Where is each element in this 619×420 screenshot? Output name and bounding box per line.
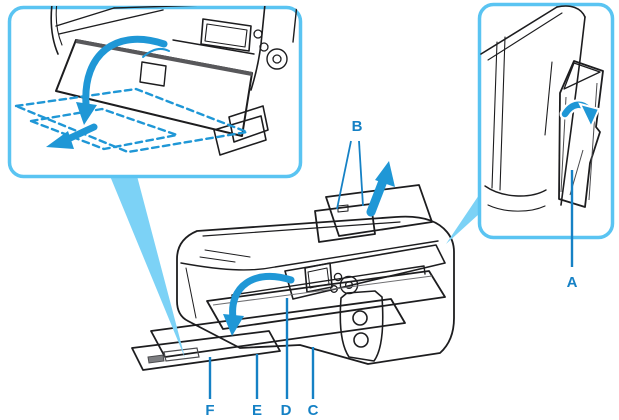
extended-tray-dashed-outline — [14, 87, 249, 154]
arrowhead-icon — [223, 314, 244, 336]
leader-line-b1 — [336, 140, 352, 210]
printer-rear-line-art — [480, 5, 586, 212]
callout-box-left — [7, 5, 303, 179]
open-tray-arrow — [223, 272, 295, 336]
arrowhead-icon — [375, 161, 395, 187]
front-button-icon — [353, 332, 369, 348]
paper-support — [558, 60, 604, 208]
arrow-up-icon — [366, 176, 388, 217]
open-cover-arrow — [76, 35, 170, 125]
pull-out-arrow — [46, 123, 98, 149]
callout-paper-support — [477, 2, 615, 240]
label-a: A — [567, 274, 578, 291]
label-c: C — [308, 402, 319, 419]
label-e: E — [252, 402, 262, 419]
arrow-southwest-icon — [62, 123, 98, 144]
paper-support-fold — [563, 62, 601, 90]
printer-front-line-art — [50, 6, 301, 91]
extend-support-arrow — [366, 161, 395, 217]
tilt-back-arrow — [559, 99, 601, 130]
panel-button-icon — [259, 42, 269, 52]
leader-lines — [208, 140, 574, 399]
arc-detail-line — [142, 48, 170, 58]
label-b: B — [352, 118, 363, 135]
paper-output-support — [131, 330, 281, 371]
rear-tray-notch — [337, 204, 349, 213]
front-cover-handle — [139, 61, 167, 87]
panel-button-icon — [333, 272, 343, 282]
rear-tray-front-panel — [314, 203, 376, 243]
output-tray-assembly — [131, 270, 446, 371]
paper-output-support-tab — [163, 347, 200, 362]
callout-pointer-left — [110, 176, 185, 358]
curved-arrow-down-icon — [82, 35, 168, 108]
leader-line-b2 — [358, 140, 364, 207]
printer-body-outline — [176, 215, 455, 365]
callout-open-tray — [7, 5, 303, 179]
paper-output-support-slot — [147, 354, 165, 364]
output-tray — [206, 270, 446, 330]
callout-left-content — [14, 6, 301, 156]
curved-arrow-down-left-icon — [229, 272, 295, 322]
front-button-icon — [352, 310, 368, 326]
tray-extension — [150, 298, 406, 358]
output-tray-edge-line — [212, 275, 433, 306]
panel-button-icon — [253, 29, 263, 39]
main-printer-illustration — [131, 161, 455, 371]
label-d: D — [281, 402, 292, 419]
label-f: F — [205, 402, 214, 419]
panel-dial-center-icon — [272, 54, 282, 64]
front-right-panel — [339, 290, 384, 362]
lcd-screen — [200, 18, 252, 52]
arrowhead-icon — [578, 102, 601, 130]
callout-pointer-right — [446, 195, 479, 244]
arrowhead-icon — [76, 102, 97, 125]
panel-dial-icon — [266, 48, 288, 70]
part-labels: B A C D E F — [205, 118, 577, 419]
lcd-screen-inner — [204, 23, 248, 48]
arrowhead-icon — [46, 131, 74, 149]
dashed-tray-outline — [14, 87, 249, 154]
dashed-tray-outline-inner — [29, 107, 179, 151]
